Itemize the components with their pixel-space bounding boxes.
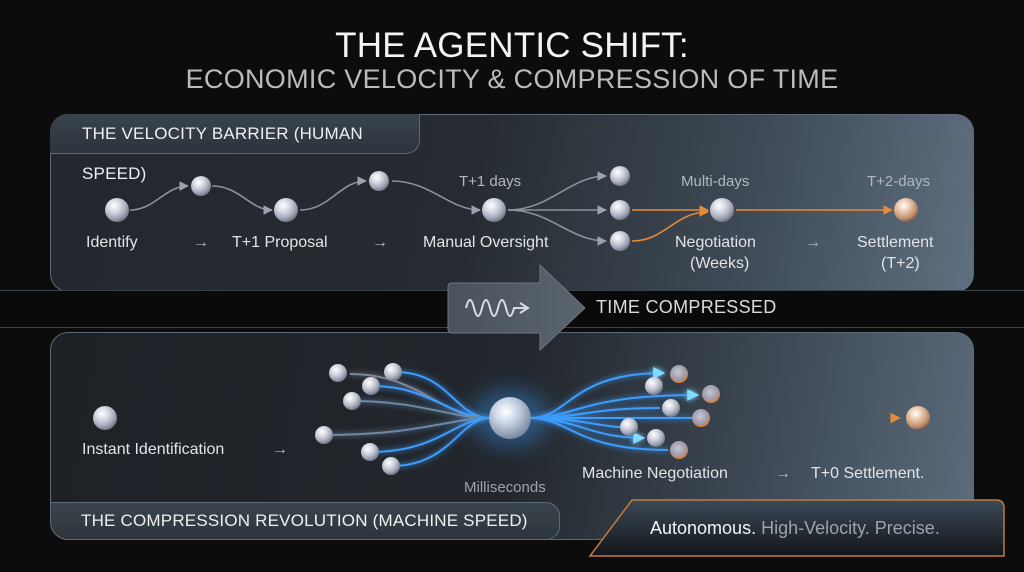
arrow-icon: →: [805, 234, 821, 251]
step-t0-settlement: T+0 Settlement.: [811, 465, 925, 482]
time-compressed-arrow-icon: [447, 263, 586, 352]
step-settlement-term: (T+2): [881, 255, 920, 272]
oversight-timing-note: T+1 days: [459, 173, 522, 190]
compression-revolution-tab: THE COMPRESSION REVOLUTION (MACHINE SPEE…: [50, 502, 560, 540]
machine-flow-nodes: [93, 363, 930, 475]
machine-input-paths: [324, 371, 491, 467]
tagline: Autonomous. High-Velocity. Precise.: [650, 518, 940, 539]
tagline-rest: High-Velocity. Precise.: [756, 518, 940, 538]
tagline-autonomous: Autonomous.: [650, 518, 757, 538]
step-machine-negotiation: Machine Negotiation: [582, 465, 728, 482]
milliseconds-note: Milliseconds: [464, 479, 546, 496]
step-instant-identification: Instant Identification: [82, 441, 225, 458]
human-flow-orange-paths: [631, 205, 893, 242]
arrow-icon: →: [272, 441, 288, 458]
velocity-barrier-tab: THE VELOCITY BARRIER (HUMAN SPEED): [50, 114, 420, 183]
machine-output-paths: [529, 367, 700, 451]
arrow-icon: →: [775, 465, 791, 482]
arrow-icon: →: [372, 234, 388, 251]
page-title: THE AGENTIC SHIFT:: [335, 26, 689, 65]
tagline-card: [588, 499, 1005, 557]
step-settlement: Settlement: [857, 234, 934, 251]
step-proposal: T+1 Proposal: [232, 234, 328, 251]
step-manual-oversight: Manual Oversight: [423, 234, 549, 251]
human-flow-paths: [129, 171, 607, 246]
step-negotiation: Negotiation: [675, 234, 756, 251]
page-subtitle: ECONOMIC VELOCITY & COMPRESSION OF TIME: [185, 64, 839, 94]
negotiation-timing-note: Multi-days: [681, 173, 750, 190]
step-negotiation-duration: (Weeks): [690, 255, 750, 272]
settlement-timing-note: T+2-days: [867, 173, 930, 190]
time-compressed-label: TIME COMPRESSED: [596, 297, 777, 317]
step-identify: Identify: [86, 234, 138, 251]
arrow-icon: →: [193, 234, 209, 251]
human-flow-nodes: [105, 166, 918, 251]
